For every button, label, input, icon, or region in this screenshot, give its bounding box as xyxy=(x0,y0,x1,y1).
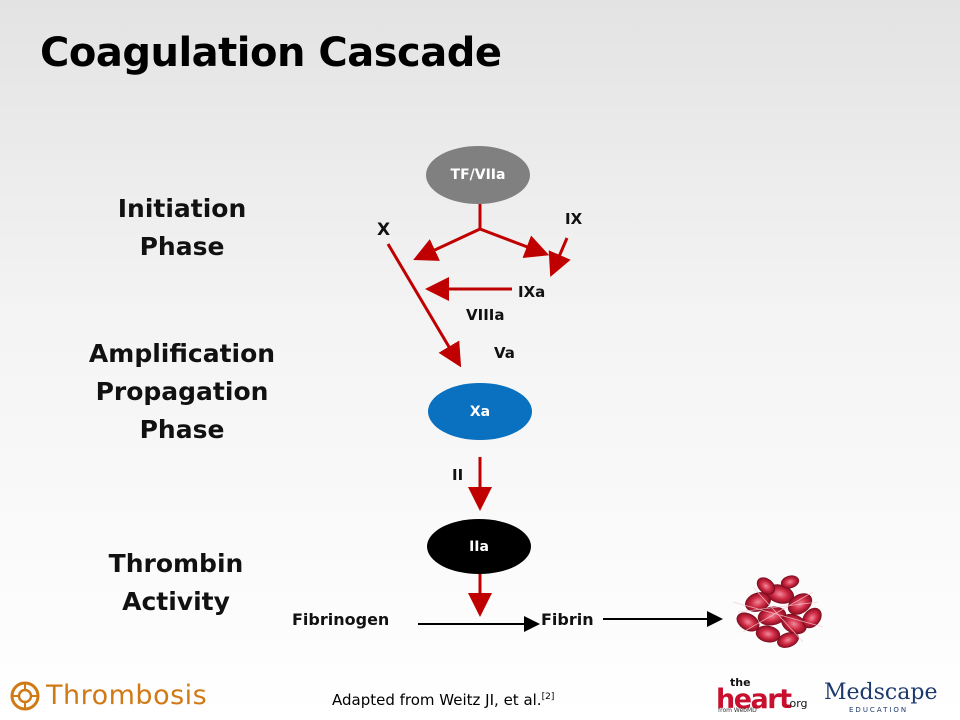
node-xa: Xa xyxy=(428,383,532,440)
arrow-x-to-xa xyxy=(386,243,462,368)
arrow-ix-to-ixa xyxy=(548,237,571,278)
node-iia: IIa xyxy=(427,519,531,574)
slide-title: Coagulation Cascade xyxy=(40,30,502,76)
thrombosis-logo-text: Thrombosis xyxy=(46,680,208,711)
label-fibrin: Fibrin xyxy=(541,610,594,629)
label-ixa: IXa xyxy=(518,283,546,301)
thrombosis-logo: Thrombosis xyxy=(10,680,207,711)
label-va: Va xyxy=(494,344,515,362)
blood-clot-image xyxy=(732,575,824,648)
arrow-tf-to-ix xyxy=(479,227,550,258)
node-tf-viia: TF/VIIa xyxy=(426,146,530,204)
label-fibrinogen: Fibrinogen xyxy=(292,610,390,629)
label-viiia: VIIIa xyxy=(466,306,505,324)
label-x: X xyxy=(377,220,391,240)
medscape-logo: Medscape EDUCATION xyxy=(824,680,938,714)
thrombosis-logo-icon xyxy=(10,681,40,710)
citation-ref: [2] xyxy=(541,692,555,702)
phase-initiation: Initiation Phase xyxy=(117,194,247,261)
phase-amplification: Amplification Propagation Phase xyxy=(88,339,276,444)
citation-text: Adapted from Weitz JI, et al.[2] xyxy=(332,691,555,709)
arrow-tf-to-x xyxy=(413,227,481,261)
theheart-logo: the heart .org from WebMD xyxy=(716,676,808,715)
label-ix: IX xyxy=(565,210,583,228)
label-ii: II xyxy=(452,466,464,484)
phase-thrombin: Thrombin Activity xyxy=(108,549,244,616)
